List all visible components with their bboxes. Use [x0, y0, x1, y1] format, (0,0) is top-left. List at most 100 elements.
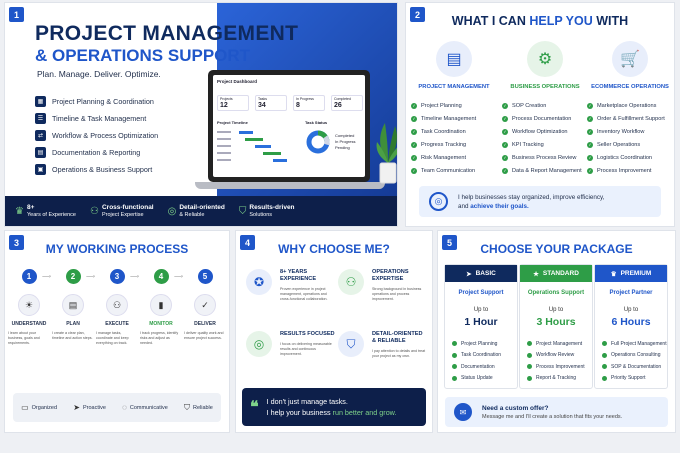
list-item: Report & Tracking [527, 373, 592, 385]
stat-item: ◎Detail-oriented& Reliable [167, 203, 225, 218]
process-step: 3 ⚇ EXECUTE I manage tasks, coordinate a… [95, 269, 139, 346]
list-item: ✓Seller Operations [587, 141, 641, 148]
check-icon: ✓ [194, 294, 216, 316]
target-icon: ◎ [167, 205, 177, 217]
send-icon: ➤ [73, 403, 80, 412]
shield-icon: ⛉ [183, 402, 190, 412]
hero-tagline: Plan. Manage. Deliver. Optimize. [37, 69, 161, 79]
medal-icon: ✪ [246, 269, 272, 295]
folder-icon: ▭ [21, 403, 29, 412]
list-item: ✓Progress Tracking [411, 141, 467, 148]
list-item: ✓Order & Fulfillment Support [587, 115, 665, 122]
list-item: ✓Marketplace Operations [587, 102, 657, 109]
list-item: Process Improvement [527, 361, 592, 373]
hero-panel: 1 PROJECT MANAGEMENT & OPERATIONS SUPPOR… [4, 2, 398, 227]
cart-icon: 🛒 [612, 41, 648, 77]
packages-panel: 5 CHOOSE YOUR PACKAGE ➤BASIC Project Sup… [437, 230, 676, 433]
process-step: 5 ✓ DELIVER I deliver quality work and e… [183, 269, 227, 341]
target-icon: ◎ [246, 331, 272, 357]
services-footer: ◎ I help businesses stay organized, impr… [419, 186, 661, 217]
lightbulb-icon: ☀ [18, 294, 40, 316]
briefcase-icon: ▣ [35, 164, 46, 175]
service-list: ▦Project Planning & Coordination ☰Timeli… [35, 93, 158, 178]
document-icon: ▤ [35, 147, 46, 158]
dashboard-title: Project Dashboard [217, 79, 258, 84]
list-item: Priority Support [602, 373, 667, 385]
service-column: 🛒 ECOMMERCE OPERATIONS ✓Marketplace Oper… [587, 41, 673, 177]
service-item: ▦Project Planning & Coordination [35, 93, 158, 110]
why-heading: WHY CHOOSE ME? [278, 242, 390, 256]
shield-icon: ⛉ [238, 205, 247, 217]
process-step: 4 ▮ MONITOR I track progress, identify r… [139, 269, 183, 346]
services-panel: 2 WHAT I CAN HELP YOU WITH ▤ PROJECT MAN… [405, 2, 675, 227]
stats-band: ♛8+Years of Experience ⚇Cross-functional… [5, 196, 397, 226]
trait-badge: ◌Communicative [122, 403, 168, 412]
reason-card: ◎ RESULTS FOCUSED I focus on delivering … [246, 331, 336, 357]
chart-icon: ▮ [150, 294, 172, 316]
custom-offer-banner[interactable]: ✉ Need a custom offer?Message me and I'l… [445, 397, 668, 427]
list-item: ✓Process Documentation [502, 115, 572, 122]
target-icon: ◎ [429, 192, 448, 211]
list-item: ✓Inventory Workflow [587, 128, 645, 135]
process-heading: MY WORKING PROCESS [45, 242, 189, 256]
why-panel: 4 WHY CHOOSE ME? ✪ 8+ YEARS EXPERIENCE P… [235, 230, 433, 433]
package-card-standard[interactable]: ★STANDARD Operations Support Up to 3 Hou… [519, 264, 593, 389]
list-item: ✓Data & Report Management [502, 167, 582, 174]
list-item: Project Planning [452, 338, 517, 350]
chat-icon: ◌ [122, 403, 127, 412]
column-title: ECOMMERCE OPERATIONS [591, 84, 669, 90]
list-item: ✓Process Improvement [587, 167, 652, 174]
list-item: SOP & Documentation [602, 361, 667, 373]
reason-card: ✪ 8+ YEARS EXPERIENCE Proven experience … [246, 269, 336, 302]
list-item: ✓Business Process Review [502, 154, 577, 161]
list-item: Project Management [527, 338, 592, 350]
list-item: ✓SOP Creation [502, 102, 547, 109]
crown-icon: ♛ [610, 270, 617, 278]
hero-title-line1: PROJECT MANAGEMENT [35, 22, 299, 45]
shield-icon: ⛉ [338, 331, 364, 357]
service-item: ⇄Workflow & Process Optimization [35, 127, 158, 144]
trait-badge: ▭Organized [21, 403, 58, 412]
panel-number: 2 [410, 7, 425, 22]
calendar-icon: ▦ [35, 96, 46, 107]
list-item: ✓Project Planning [411, 102, 462, 109]
quote-icon: ❝ [250, 399, 259, 416]
clipboard-icon: ▤ [436, 41, 472, 77]
services-heading: WHAT I CAN HELP YOU WITH [451, 14, 629, 28]
reason-card: ⛉ DETAIL-ORIENTED & RELIABLE I pay atten… [338, 331, 428, 359]
list-item: ✓Logistics Coordination [587, 154, 653, 161]
timeline-title: Project Timeline [217, 120, 248, 125]
package-card-basic[interactable]: ➤BASIC Project Support Up to 1 Hour Proj… [444, 264, 518, 389]
list-item: ✓Team Communication [411, 167, 476, 174]
mail-icon: ✉ [454, 403, 472, 421]
service-column: ▤ PROJECT MANAGEMENT ✓Project Planning ✓… [411, 41, 497, 177]
team-icon: ⚇ [90, 205, 99, 217]
list-item: Documentation [452, 361, 517, 373]
list-item: Status Update [452, 373, 517, 385]
document-icon: ▤ [62, 294, 84, 316]
service-column: ⚙ BUSINESS OPERATIONS ✓SOP Creation ✓Pro… [502, 41, 588, 177]
trophy-icon: ♛ [15, 205, 24, 217]
reason-card: ⚇ OPERATIONS EXPERTISE Strong background… [338, 269, 428, 302]
package-card-premium[interactable]: ♛PREMIUM Project Partner Up to 6 Hours F… [594, 264, 668, 389]
panel-number: 4 [240, 235, 255, 250]
column-title: PROJECT MANAGEMENT [418, 84, 490, 90]
panel-number: 1 [9, 7, 24, 22]
team-icon: ⚇ [106, 294, 128, 316]
list-item: ✓Risk Management [411, 154, 467, 161]
process-step: 2 ▤ PLAN I create a clear plan, timeline… [51, 269, 95, 341]
panel-number: 5 [442, 235, 457, 250]
gantt-chart [217, 131, 287, 162]
trait-badge: ⛉Reliable [183, 402, 213, 412]
quote-banner: ❝ I don't just manage tasks.I help your … [242, 388, 426, 426]
trait-badge: ➤Proactive [73, 403, 106, 412]
process-step: 1 ☀ UNDERSTAND I learn about your busine… [7, 269, 51, 346]
stat-item: ♛8+Years of Experience [15, 203, 76, 218]
column-title: BUSINESS OPERATIONS [510, 84, 580, 90]
packages-heading: CHOOSE YOUR PACKAGE [480, 242, 633, 256]
